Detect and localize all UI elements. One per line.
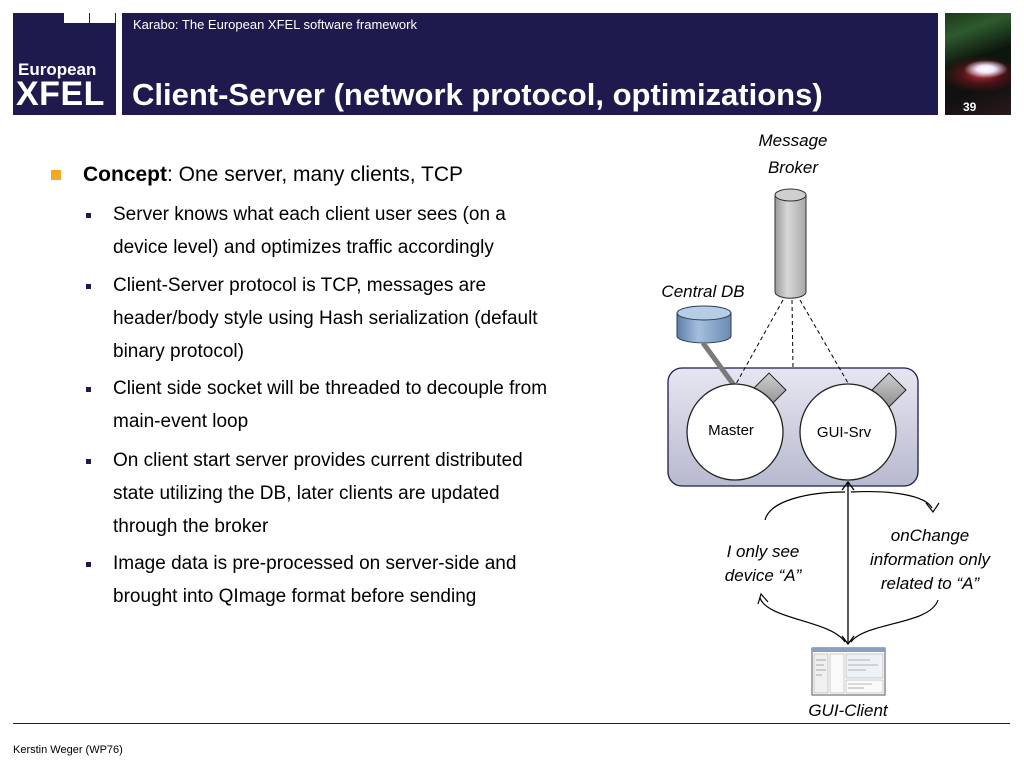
xfel-logo [13,12,116,115]
sub-bullet-marker [86,213,91,218]
logo-text-european: European [18,60,97,79]
sub-bullet-2: Client-Server protocol is TCP, messages … [113,269,538,368]
bullet-marker [51,170,61,180]
gui-client-screenshot [811,647,886,696]
sub-bullet-line: main-event loop [113,411,249,432]
sub-bullet-5: Image data is pre-processed on server-si… [113,547,516,613]
sub-bullet-3: Client side socket will be threaded to d… [113,372,547,438]
sub-bullet-1: Server knows what each client user sees … [113,198,506,264]
label-line: Broker [767,158,819,177]
label-line: information only [869,550,990,569]
left-note: I only see device “A” [703,540,823,588]
label-line: device “A” [724,566,802,585]
footer-author: Kerstin Weger (WP76) [13,744,123,756]
logo-text-xfel: XFEL [16,75,105,113]
bullet-text: : One server, many clients, TCP [167,163,464,186]
gui-client-label: GUI-Client [808,701,888,720]
sub-bullet-line: device level) and optimizes traffic acco… [113,237,494,258]
central-db-cylinder [676,305,732,344]
left-brace [759,491,846,643]
sub-bullet-marker [86,387,91,392]
framework-label: Karabo: The European XFEL software frame… [133,17,417,32]
page-number: 39 [963,100,977,114]
bullet-term: Concept [83,163,167,186]
sub-bullet-line: state utilizing the DB, later clients ar… [113,483,500,504]
broker-connections [735,299,849,385]
footer-divider [13,723,1010,724]
sub-bullet-4: On client start server provides current … [113,444,523,543]
sub-bullet-line: Client-Server protocol is TCP, messages … [113,275,487,296]
gui-srv-label: GUI-Srv [816,424,872,441]
label-line: onChange [890,526,970,545]
label-line: related to “A” [880,574,980,593]
sub-bullet-line: header/body style using Hash serializati… [113,308,538,329]
right-brace [850,491,939,643]
right-note: onChange information only related to “A” [852,524,1008,596]
message-broker-label: Message Broker [743,131,843,178]
sub-bullet-marker [86,459,91,464]
label-line: Message [758,131,828,150]
sub-bullet-line: On client start server provides current … [113,450,523,471]
db-connection [700,341,739,390]
message-broker-cylinder [774,188,807,299]
master-node [686,383,784,481]
sub-bullet-line: Server knows what each client user sees … [113,204,506,225]
master-label: Master [708,422,754,439]
sub-bullet-line: through the broker [113,516,269,537]
central-db-label: Central DB [661,282,745,301]
header-photo [945,13,1011,115]
sub-bullet-line: Client side socket will be threaded to d… [113,378,548,399]
label-line: I only see [726,542,800,561]
title-bar [122,13,938,115]
gui-srv-node [799,383,897,481]
sub-bullet-line: binary protocol) [113,341,244,362]
sub-bullet-line: Image data is pre-processed on server-si… [113,553,517,574]
sub-bullet-line: brought into QImage format before sendin… [113,586,477,607]
sub-bullet-marker [86,284,91,289]
main-bullet: Concept: One server, many clients, TCP [83,160,463,190]
sub-bullet-marker [86,562,91,567]
slide-title: Client-Server (network protocol, optimiz… [132,77,823,112]
